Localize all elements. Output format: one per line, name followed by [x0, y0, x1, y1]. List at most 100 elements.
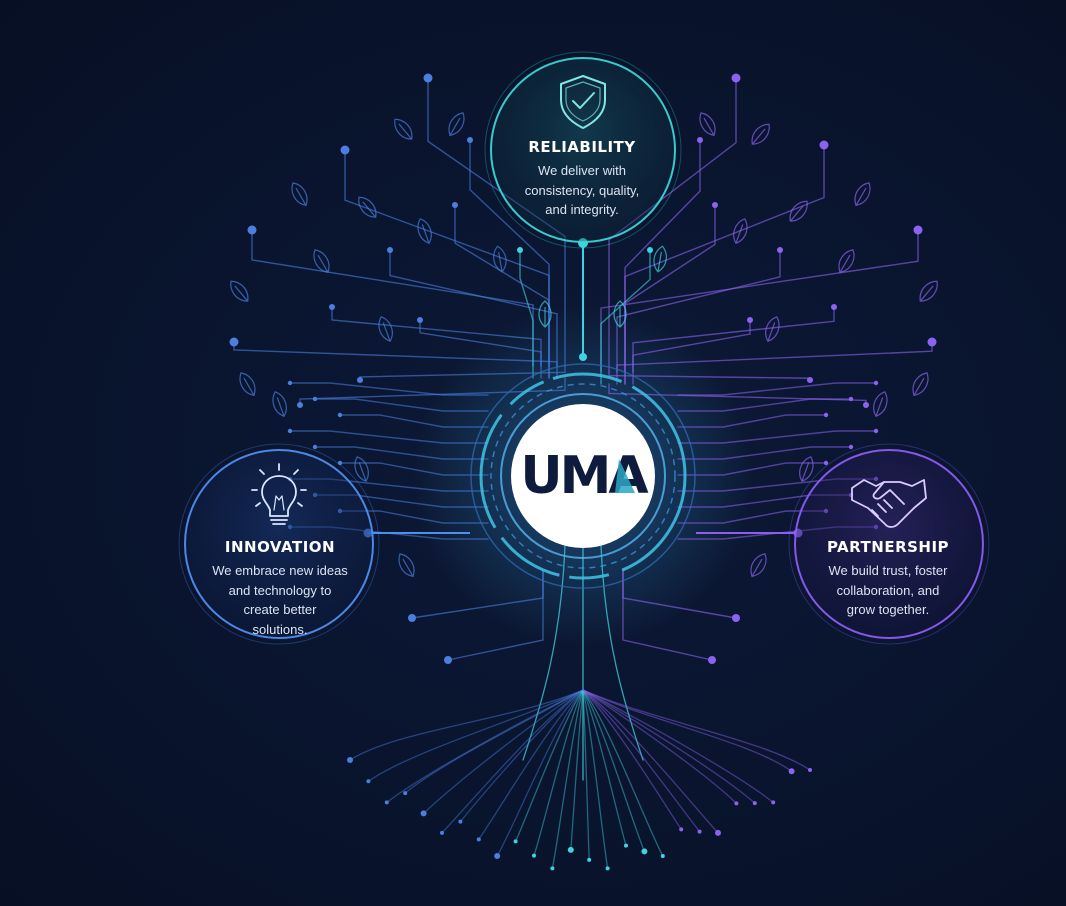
circuit-line — [582, 689, 811, 771]
logo-accent — [615, 459, 635, 493]
leaf-icon — [272, 391, 287, 418]
circuit-line — [289, 430, 489, 444]
circuit-node — [873, 380, 879, 386]
innovation-text: INNOVATION We embrace new ideas and tech… — [194, 538, 366, 639]
circuit-line — [441, 689, 584, 834]
circuit-node — [731, 73, 741, 83]
circuit-node — [927, 337, 937, 347]
circuit-line — [600, 545, 644, 761]
circuit-node — [734, 801, 739, 806]
circuit-line — [677, 398, 852, 412]
leaf-icon — [448, 112, 465, 137]
circuit-line — [478, 689, 584, 840]
circuit-line — [533, 689, 584, 857]
circuit-node — [440, 830, 444, 835]
leaf-icon — [750, 553, 767, 578]
circuit-line — [677, 462, 827, 476]
innovation-description: We embrace new ideas and technology to c… — [212, 563, 348, 637]
circuit-line — [582, 689, 793, 772]
leaf-icon — [733, 218, 748, 245]
circuit-node — [913, 225, 923, 235]
circuit-line — [514, 689, 584, 843]
circuit-line — [582, 689, 627, 847]
circuit-line — [677, 446, 852, 460]
circuit-node — [808, 768, 812, 772]
partnership-title: PARTNERSHIP — [826, 538, 950, 556]
circuit-line — [582, 689, 646, 853]
circuit-node — [494, 852, 501, 859]
circuit-node — [747, 317, 753, 323]
leaf-icon — [538, 300, 552, 328]
logo-disc — [511, 404, 655, 548]
circuit-line — [582, 689, 664, 857]
circuit-node — [532, 853, 536, 858]
circuit-node — [337, 460, 343, 466]
lightbulb-icon — [251, 463, 307, 525]
circuit-node — [517, 247, 523, 253]
circuit-node — [567, 846, 574, 853]
circuit-line — [677, 414, 827, 428]
reliability-description: We deliver with consistency, quality, an… — [524, 163, 640, 217]
circuit-node — [873, 428, 879, 434]
leaf-icon — [912, 372, 929, 397]
circuit-node — [229, 337, 239, 347]
circuit-line — [386, 689, 584, 804]
circuit-line — [447, 570, 544, 661]
circuit-node — [605, 866, 610, 871]
circuit-node — [287, 380, 293, 386]
circuit-node — [715, 829, 721, 836]
leaf-icon — [854, 182, 871, 207]
circuit-line — [600, 249, 651, 385]
leaf-icon — [699, 112, 716, 137]
circuit-line — [389, 249, 558, 367]
circuit-node — [660, 853, 665, 858]
circuit-line — [624, 204, 716, 385]
circuit-line — [427, 77, 566, 367]
leaf-icon — [291, 182, 308, 207]
circuit-node — [697, 829, 702, 834]
leaf-icon — [239, 372, 256, 397]
circuit-line — [289, 382, 489, 396]
leaf-icon — [765, 316, 780, 343]
leaf-icon — [789, 200, 808, 222]
circuit-line — [496, 689, 584, 857]
reliability-circle — [484, 51, 682, 249]
circuit-node — [788, 768, 795, 775]
circuit-node — [641, 848, 648, 855]
circuit-node — [708, 656, 716, 664]
circuit-node — [823, 460, 829, 466]
circuit-line — [570, 689, 584, 851]
circuit-node — [712, 202, 718, 208]
circuit-node — [340, 145, 350, 155]
circuit-line — [677, 430, 877, 444]
leaf-icon — [378, 316, 393, 343]
circuit-node — [819, 140, 829, 150]
circuit-node — [777, 247, 783, 253]
circuit-node — [752, 801, 757, 806]
leaf-icon — [799, 456, 814, 483]
circuit-node — [247, 225, 257, 235]
innovation-circle — [178, 443, 380, 645]
partnership-text: PARTNERSHIP We build trust, foster colla… — [800, 538, 976, 620]
leaf-icon — [653, 245, 667, 273]
circuit-node — [587, 857, 592, 862]
circuit-node — [831, 304, 837, 310]
circuit-node — [624, 843, 628, 848]
circuit-line — [582, 689, 590, 861]
circuit-node — [823, 412, 829, 418]
circuit-line — [551, 689, 584, 870]
circuit-line — [582, 689, 738, 805]
circuit-line — [519, 249, 534, 379]
circuit-line — [314, 446, 489, 460]
circuit-node — [452, 202, 458, 208]
leaf-icon — [873, 391, 888, 418]
leaf-icon — [919, 280, 938, 302]
circuit-node — [863, 402, 869, 408]
circuit-line — [314, 398, 489, 412]
circuit-line — [339, 414, 489, 428]
leaf-icon — [838, 249, 855, 274]
circuit-line — [404, 689, 584, 794]
circuit-node — [697, 137, 703, 143]
circuit-node — [387, 247, 393, 253]
